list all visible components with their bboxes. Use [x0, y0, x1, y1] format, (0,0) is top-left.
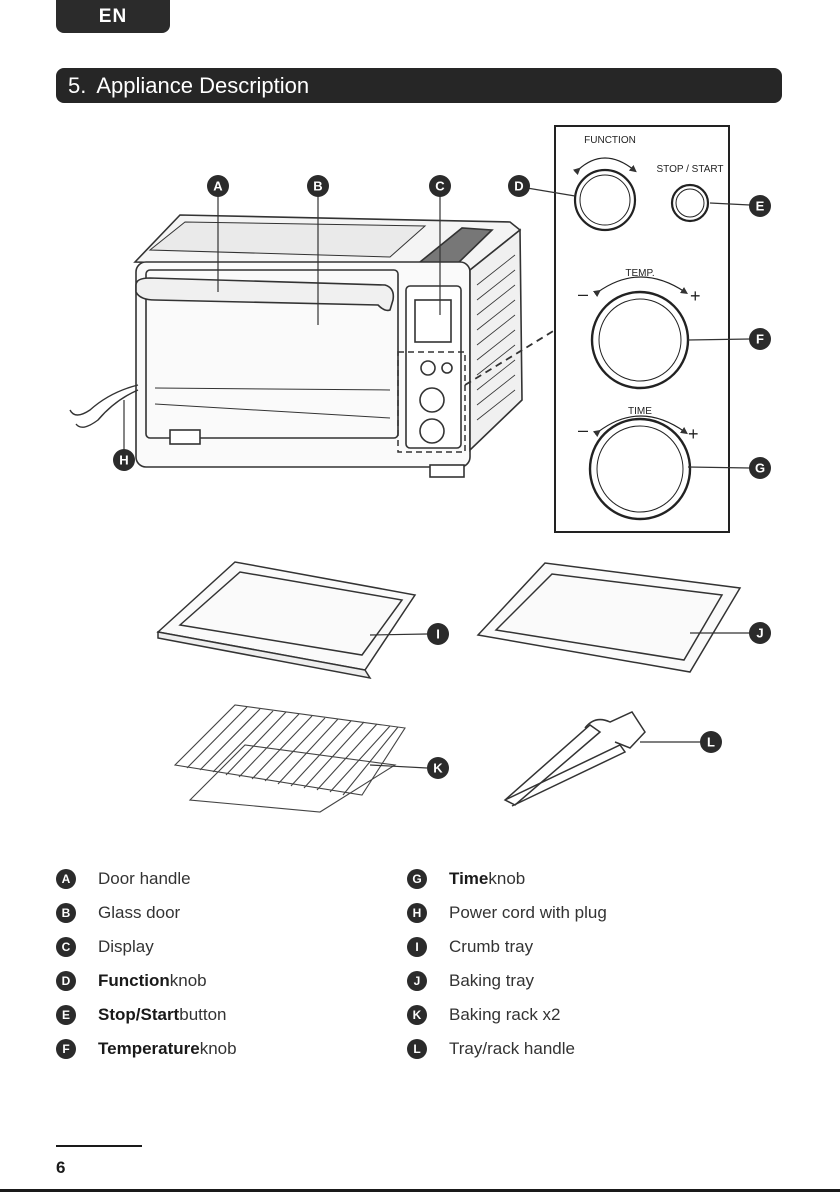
control-panel-detail: FUNCTION STOP / START TEMP. – + TIME – +: [555, 126, 729, 532]
tray-handle-drawing: [505, 712, 645, 806]
svg-text:E: E: [756, 199, 765, 214]
svg-text:F: F: [756, 332, 764, 347]
svg-text:+: +: [690, 286, 701, 306]
svg-text:I: I: [436, 627, 440, 642]
section-header: 5. Appliance Description: [56, 68, 782, 103]
svg-text:J: J: [756, 626, 763, 641]
svg-text:G: G: [755, 461, 765, 476]
svg-text:–: –: [578, 420, 588, 440]
svg-text:B: B: [313, 179, 322, 194]
svg-text:K: K: [433, 761, 443, 776]
baking-rack-drawing: [175, 705, 405, 812]
svg-text:D: D: [514, 179, 523, 194]
svg-text:FUNCTION: FUNCTION: [584, 135, 636, 146]
svg-text:TIME: TIME: [628, 406, 652, 417]
oven-drawing: [70, 215, 555, 477]
svg-text:STOP / START: STOP / START: [656, 164, 723, 175]
appliance-illustration: FUNCTION STOP / START TEMP. – + TIME – +: [0, 110, 840, 840]
svg-text:+: +: [688, 424, 699, 444]
baking-tray-drawing: [478, 563, 740, 672]
svg-text:H: H: [119, 453, 128, 468]
section-number: 5.: [68, 73, 86, 99]
footer-rule: [56, 1145, 142, 1147]
section-title: Appliance Description: [96, 73, 309, 99]
crumb-tray-drawing: [158, 562, 415, 678]
svg-text:L: L: [707, 735, 715, 750]
svg-text:A: A: [213, 179, 223, 194]
svg-text:C: C: [435, 179, 445, 194]
language-tab: EN: [56, 0, 170, 33]
page-number: 6: [56, 1158, 65, 1178]
svg-text:–: –: [578, 284, 588, 304]
